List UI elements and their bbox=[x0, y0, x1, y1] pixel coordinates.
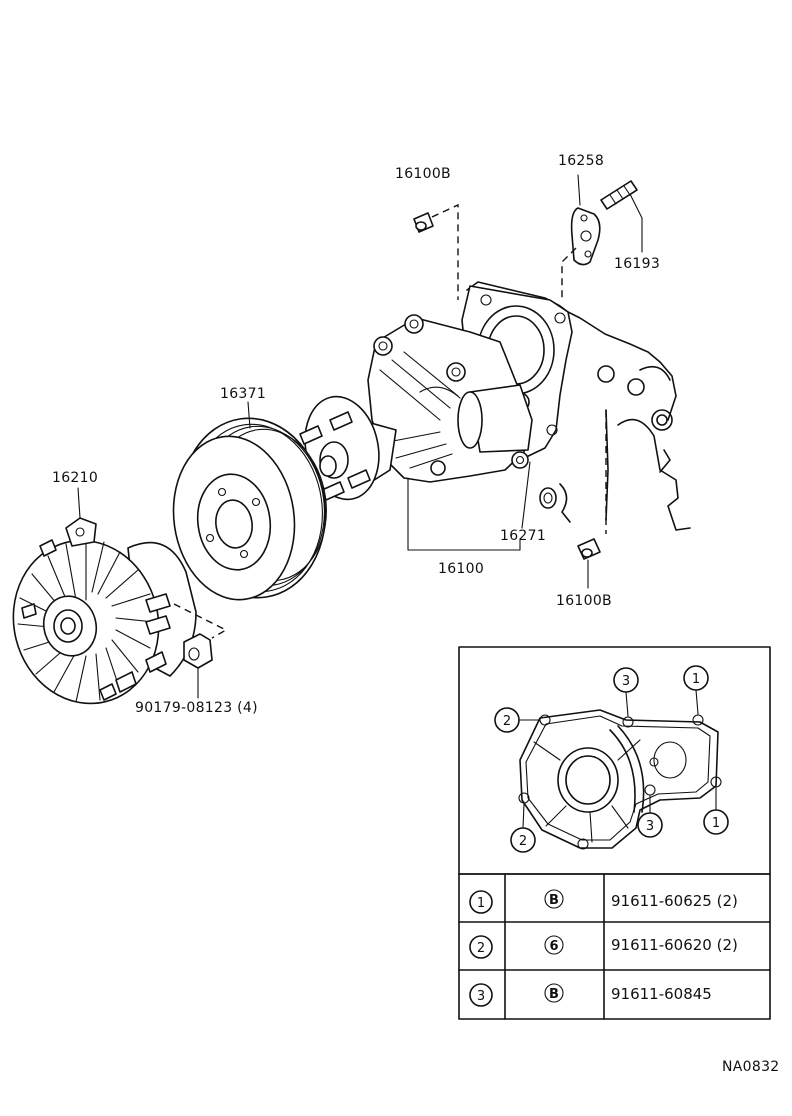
diagram-code: NA0832 bbox=[722, 1059, 779, 1075]
label-16210: 16210 bbox=[52, 470, 98, 486]
table-row: 1 B 91611-60625 (2) bbox=[469, 889, 738, 914]
callout-3-right: 3 bbox=[637, 795, 663, 838]
label-16371: 16371 bbox=[220, 386, 266, 402]
label-16193: 16193 bbox=[614, 256, 660, 272]
svg-text:2: 2 bbox=[519, 834, 527, 849]
bolt-table: 1 B 91611-60625 (2) 2 6 91611-60620 (2) … bbox=[458, 873, 771, 1020]
engine-block-outline bbox=[466, 281, 691, 531]
svg-text:1: 1 bbox=[712, 816, 720, 831]
dowel-pin-top bbox=[413, 203, 459, 300]
svg-text:B: B bbox=[549, 893, 559, 908]
label-16258: 16258 bbox=[558, 153, 604, 169]
nut-90179-08123 bbox=[173, 603, 228, 699]
label-90179-08123: 90179-08123 (4) bbox=[135, 700, 258, 716]
label-16100b-bottom: 16100B bbox=[556, 593, 612, 609]
table-row: 2 6 91611-60620 (2) bbox=[469, 935, 738, 959]
svg-text:B: B bbox=[549, 987, 559, 1002]
label-16100b-top: 16100B bbox=[395, 166, 451, 182]
svg-text:91611-60620 (2): 91611-60620 (2) bbox=[611, 936, 738, 954]
svg-text:91611-60845: 91611-60845 bbox=[611, 985, 712, 1003]
svg-text:2: 2 bbox=[477, 941, 485, 956]
gasket-16258 bbox=[561, 174, 601, 300]
water-pump-body bbox=[299, 314, 533, 501]
pulley-16371 bbox=[172, 401, 327, 601]
stud-bolt-16193 bbox=[600, 180, 643, 253]
leader-16100 bbox=[407, 477, 521, 551]
label-16100: 16100 bbox=[438, 561, 484, 577]
svg-text:3: 3 bbox=[646, 819, 654, 834]
callout-2-bottom: 2 bbox=[510, 803, 536, 853]
svg-text:3: 3 bbox=[622, 674, 630, 689]
svg-text:1: 1 bbox=[477, 896, 485, 911]
bolt-detail-box: 3 1 2 2 3 1 bbox=[458, 646, 771, 875]
callout-1-top: 1 bbox=[683, 665, 709, 715]
callout-1-right: 1 bbox=[703, 787, 729, 835]
fan-clutch-16210 bbox=[12, 487, 197, 705]
label-16271: 16271 bbox=[500, 528, 546, 544]
o-ring-seal bbox=[539, 483, 571, 523]
svg-text:1: 1 bbox=[692, 672, 700, 687]
svg-text:2: 2 bbox=[503, 714, 511, 729]
dowel-pin-bottom bbox=[577, 410, 607, 589]
callout-3-top: 3 bbox=[613, 667, 639, 717]
svg-text:6: 6 bbox=[549, 939, 558, 954]
leader-16271 bbox=[521, 461, 531, 529]
callout-2-left: 2 bbox=[494, 707, 540, 733]
table-row: 3 B 91611-60845 bbox=[469, 983, 712, 1007]
svg-text:91611-60625 (2): 91611-60625 (2) bbox=[611, 892, 738, 910]
svg-text:3: 3 bbox=[477, 989, 485, 1004]
